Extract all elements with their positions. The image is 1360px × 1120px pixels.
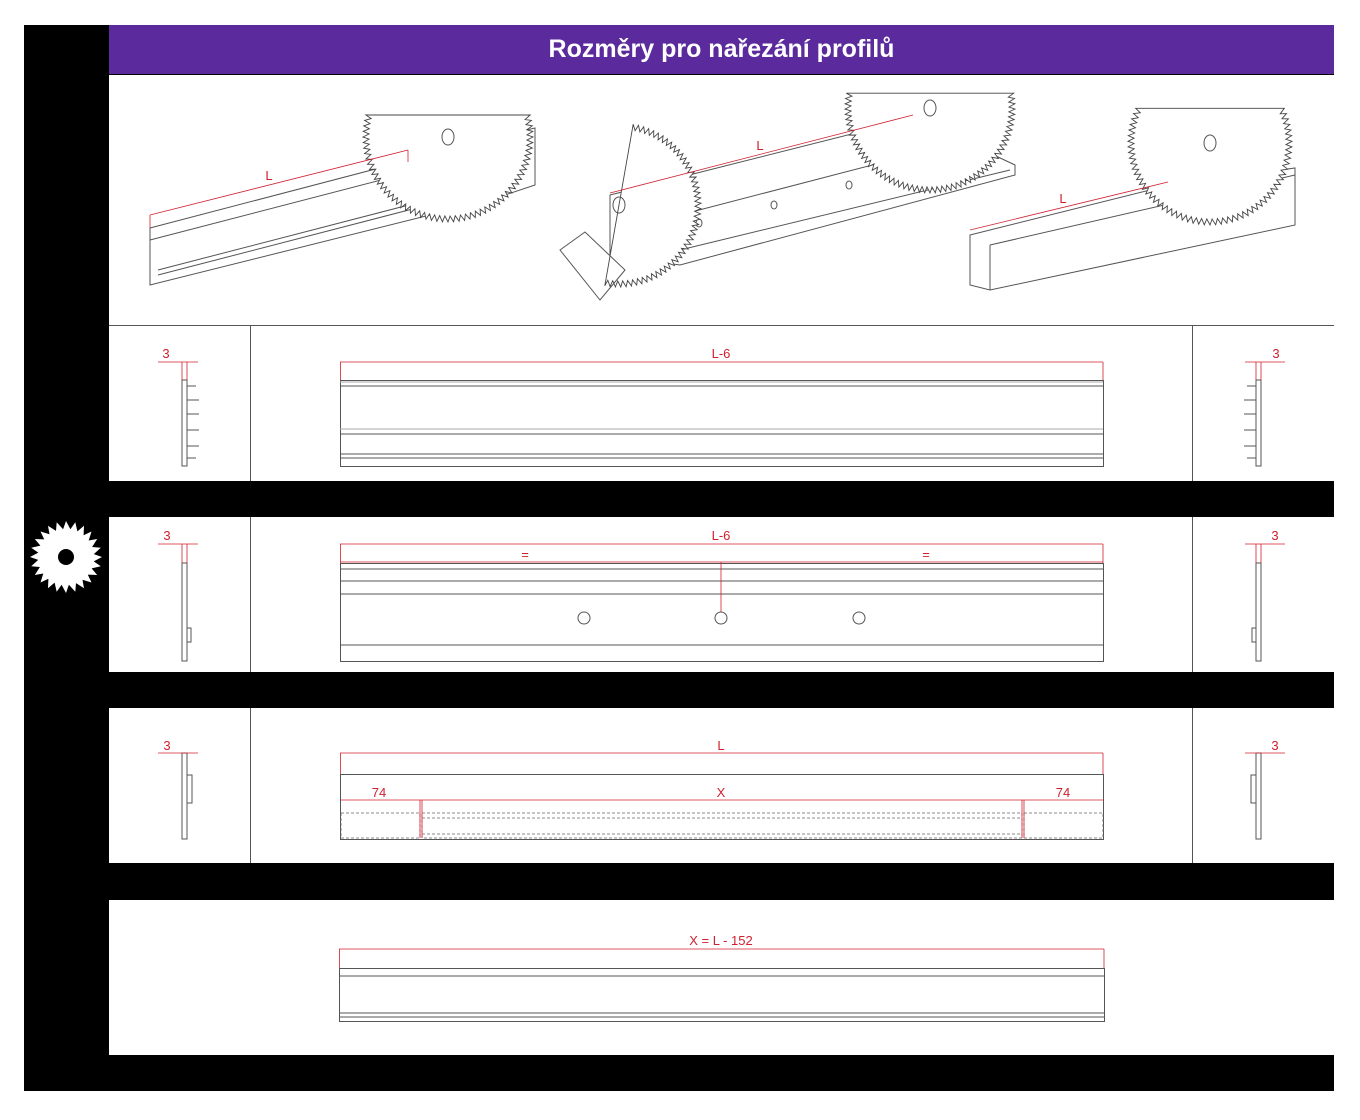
dim-label: 74 [372,785,386,800]
dim-label: X = L - 152 [689,933,752,948]
mounting-hole [577,611,591,625]
row-3-left-section: 3 [158,738,198,840]
overview-dim-label: L [265,168,272,183]
dim-label: 3 [163,738,170,753]
dim-label: L-6 [712,528,731,543]
row-3-panel [109,708,1334,863]
row-4-panel [109,900,1334,1055]
dim-label: 74 [1056,785,1070,800]
saw-blade-2 [843,92,1017,195]
row-3-profile: L 74 X 74 [340,738,1104,840]
dim-label: L [717,738,724,753]
dim-label: 3 [162,346,169,361]
dim-label: L-6 [712,346,731,361]
row-4-profile: X = L - 152 [339,933,1105,1022]
dim-label: 3 [1271,738,1278,753]
overview-dim-label: L [756,138,763,153]
row-2-profile: L-6 = = [340,528,1104,662]
dim-label: = [521,547,529,562]
saw-blade-1 [361,114,535,224]
dim-label: 3 [1272,346,1279,361]
saw-blade-3 [604,124,703,289]
overview-illustration-3: L [969,107,1296,291]
page-title: Rozměry pro nařezání profilů [109,25,1334,74]
circular-saw-blade-icon [30,521,102,593]
row-1-left-section: 3 [158,346,199,467]
overview-dim-label: L [1059,191,1066,206]
dim-label: 3 [163,528,170,543]
row-1-panel [109,326,1334,481]
dim-label: = [922,547,930,562]
dim-label: 3 [1271,528,1278,543]
overview-panel [109,75,1334,325]
mounting-hole [852,611,866,625]
row-3-right-section: 3 [1245,738,1285,840]
row-1-right-section: 3 [1244,346,1285,467]
saw-blade-4 [1126,107,1294,227]
overview-illustration-1: L [149,114,536,286]
row-2-left-section: 3 [158,528,198,662]
mounting-hole [714,611,728,625]
column-dividers [109,325,1334,863]
dim-label: X [717,785,726,800]
overview-illustration-2: L [559,92,1017,301]
row-2-right-section: 3 [1245,528,1285,662]
row-1-profile: L-6 [340,346,1104,467]
